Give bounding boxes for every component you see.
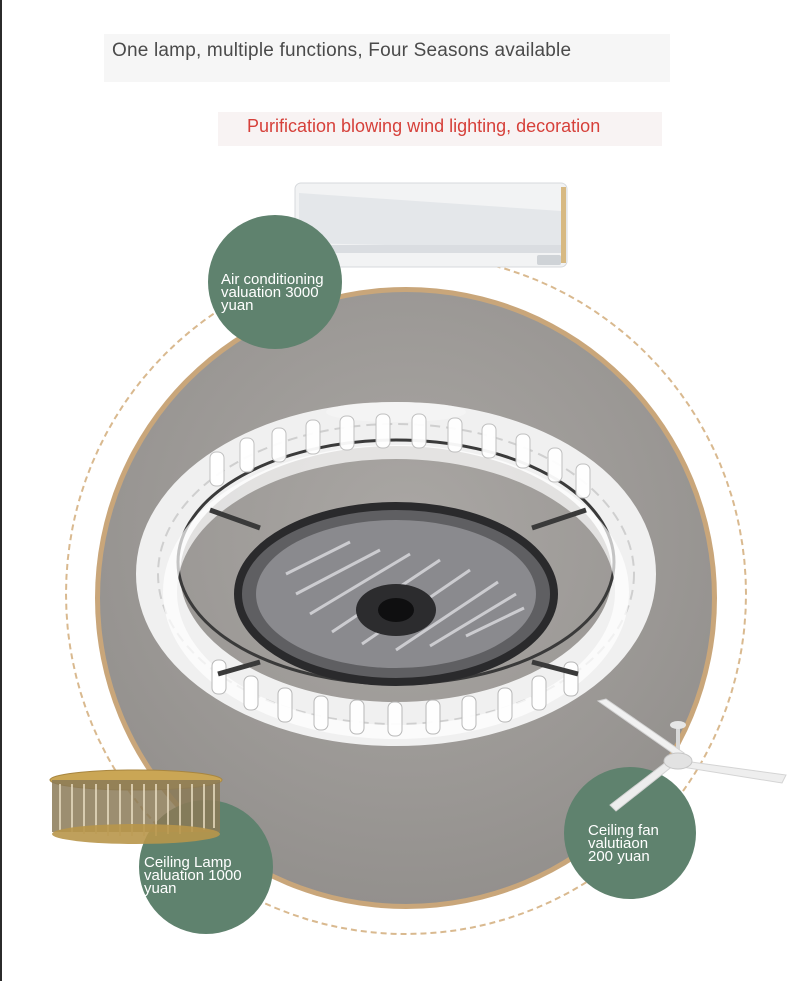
ceiling-fan-valuation-badge: Ceiling fan valutiaon 200 yuan bbox=[564, 767, 696, 899]
subline-banner: Purification blowing wind lighting, deco… bbox=[218, 112, 662, 146]
ceiling-fan-image bbox=[596, 698, 787, 812]
ceiling-lamp-valuation-text: Ceiling Lamp valuation 1000 yuan bbox=[144, 854, 242, 897]
headline-text: One lamp, multiple functions, Four Seaso… bbox=[112, 40, 572, 61]
air-conditioning-valuation-text: Air conditioning valuation 3000 yuan bbox=[221, 271, 324, 314]
ceiling-lamp-image bbox=[49, 769, 223, 844]
air-conditioner-image bbox=[294, 182, 568, 268]
subline-text: Purification blowing wind lighting, deco… bbox=[247, 116, 601, 136]
air-conditioning-valuation-badge: Air conditioning valuation 3000 yuan bbox=[208, 215, 342, 349]
ceiling-fan-valuation-text: Ceiling fan valutiaon 200 yuan bbox=[588, 822, 659, 865]
headline-banner: One lamp, multiple functions, Four Seaso… bbox=[104, 34, 670, 82]
left-border-line bbox=[0, 0, 2, 981]
crystal-fan-light-illustration bbox=[136, 402, 656, 746]
